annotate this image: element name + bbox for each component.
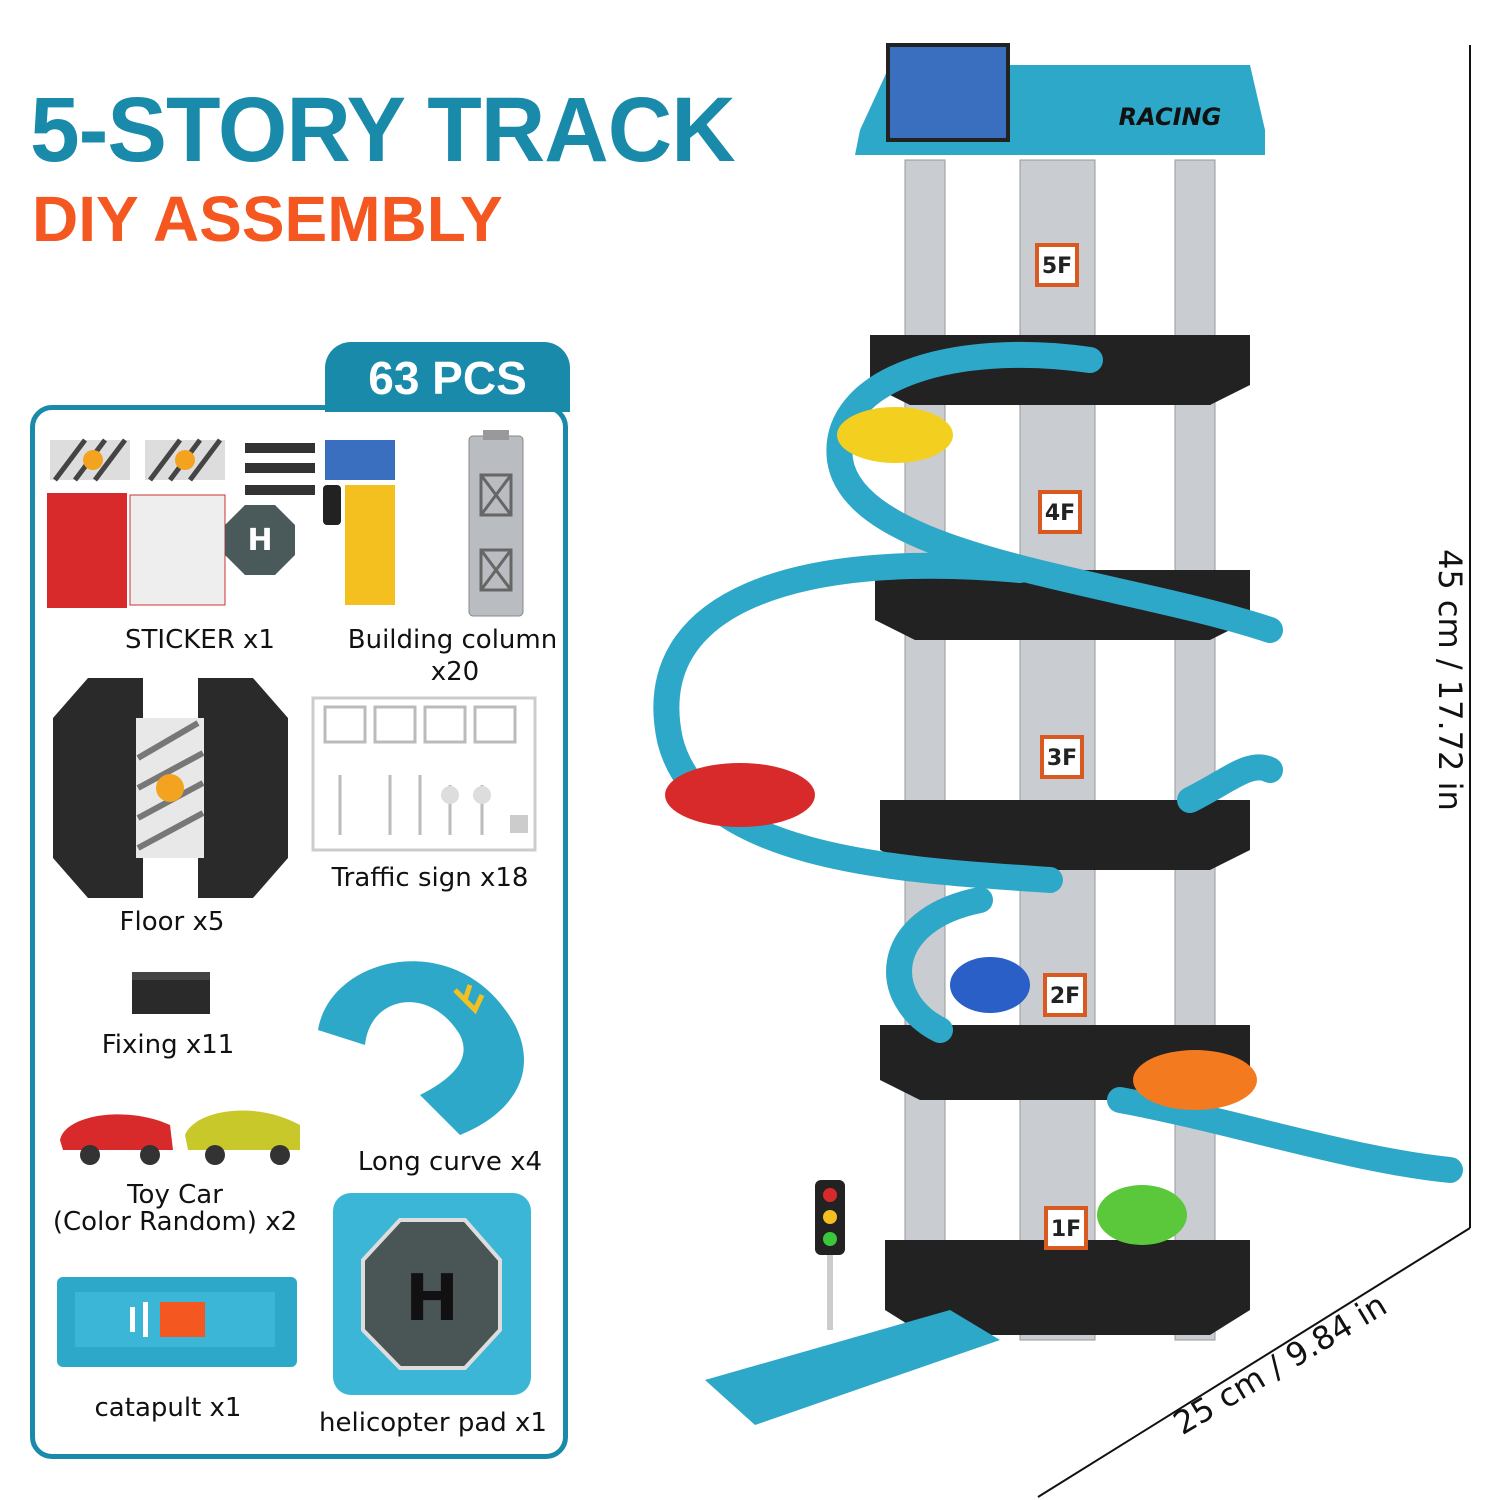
building-column-image [468,430,524,617]
building-column-label: Building column [347,625,558,655]
tower-illustration: RACING 5F 4F 3F 2F 1F [653,43,1463,1425]
fixing-image [132,972,210,1014]
helipad-letter: H [405,1262,459,1336]
toy-car-qty: (Color Random) x2 [52,1207,298,1237]
floor-label-5f: 5F [1042,254,1072,279]
floor-label: Floor x5 [119,907,225,937]
fixing-label: Fixing x11 [101,1030,235,1060]
traffic-sign-sprue-image [311,696,537,852]
helicopter-pad-image: H [333,1193,531,1395]
piece-count-badge: 63 PCS [325,342,570,412]
traffic-sign-label: Traffic sign x18 [331,863,529,893]
sticker-sheet-image: H [47,438,395,608]
title-line-2: DIY ASSEMBLY [32,183,503,255]
sticker-label: STICKER x1 [125,625,275,655]
floor-label-2f: 2F [1050,984,1080,1009]
helicopter-pad-label: helicopter pad x1 [319,1408,547,1438]
catapult-image [57,1277,297,1367]
floor-image [53,678,288,898]
title-line-1: 5-STORY TRACK [30,79,736,181]
long-curve-label: Long curve x4 [357,1147,543,1177]
toy-cars-image [60,1110,300,1165]
building-column-qty: x20 [430,657,480,687]
toy-car-label: Toy Car [127,1180,223,1210]
parts-list-panel [30,405,568,1459]
floor-label-1f: 1F [1051,1217,1081,1242]
catapult-label: catapult x1 [94,1393,242,1423]
floor-1 [885,1240,1250,1335]
sticker-helipad-letter: H [247,523,272,558]
floor-3 [880,800,1250,870]
long-curve-image [318,961,524,1135]
floor-label-3f: 3F [1047,746,1077,771]
height-dimension: 45 cm / 17.72 in [1431,549,1469,811]
floor-label-4f: 4F [1045,501,1075,526]
roof-racing-sign: RACING [1119,103,1222,131]
